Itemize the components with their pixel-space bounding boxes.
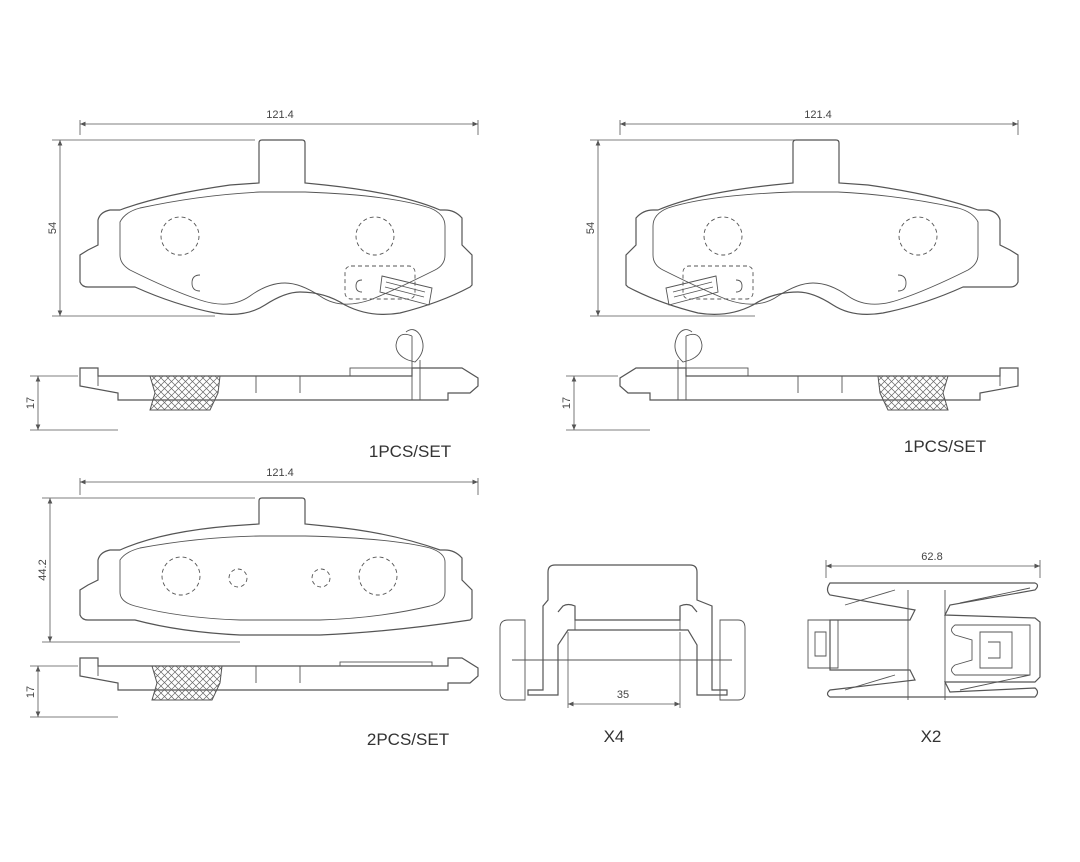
pad-1-width-dimension: 121.4 <box>79 109 479 135</box>
pad-3-width-label: 121.4 <box>266 467 294 479</box>
pad-2-width-dimension: 121.4 <box>619 109 1019 135</box>
pad-2-thickness-label: 17 <box>561 397 573 409</box>
pad-3-side-view <box>79 657 479 701</box>
pad-3-height-dimension: 44.2 <box>37 497 255 643</box>
pad-3-caption: 2PCS/SET <box>367 730 449 749</box>
abutment-clip-drawing <box>499 564 746 701</box>
pad-2-height-label: 54 <box>585 222 597 234</box>
pad-1-front-view <box>79 139 473 315</box>
pad-1-height-label: 54 <box>47 222 59 234</box>
pad-3-width-dimension: 121.4 <box>79 467 479 495</box>
anti-rattle-spring-drawing <box>807 582 1041 700</box>
spring-caption: X2 <box>921 727 942 746</box>
pad-1-side-view <box>79 329 479 411</box>
pad-1-caption: 1PCS/SET <box>369 442 451 461</box>
pad-3-front-view <box>79 497 473 636</box>
pad-2-height-dimension: 54 <box>585 139 795 317</box>
clip-caption: X4 <box>604 727 625 746</box>
pad-1-height-dimension: 54 <box>47 139 255 317</box>
spring-width-label: 62.8 <box>921 551 942 563</box>
pad-1-thickness-dimension: 17 <box>25 375 118 431</box>
pad-2-side-view <box>619 329 1019 411</box>
pad-3-thickness-label: 17 <box>25 686 37 698</box>
pad-1-thickness-label: 17 <box>25 397 37 409</box>
clip-width-dimension: 35 <box>567 632 681 708</box>
spring-width-dimension: 62.8 <box>825 551 1041 578</box>
pad-3-thickness-dimension: 17 <box>25 665 118 718</box>
pad-3-height-label: 44.2 <box>37 559 49 580</box>
pad-2-width-label: 121.4 <box>804 109 832 121</box>
pad-2-front-view <box>625 139 1019 315</box>
pad-2-caption: 1PCS/SET <box>904 437 986 456</box>
clip-width-label: 35 <box>617 689 629 701</box>
pad-2-thickness-dimension: 17 <box>561 375 650 431</box>
pad-1-width-label: 121.4 <box>266 109 294 121</box>
